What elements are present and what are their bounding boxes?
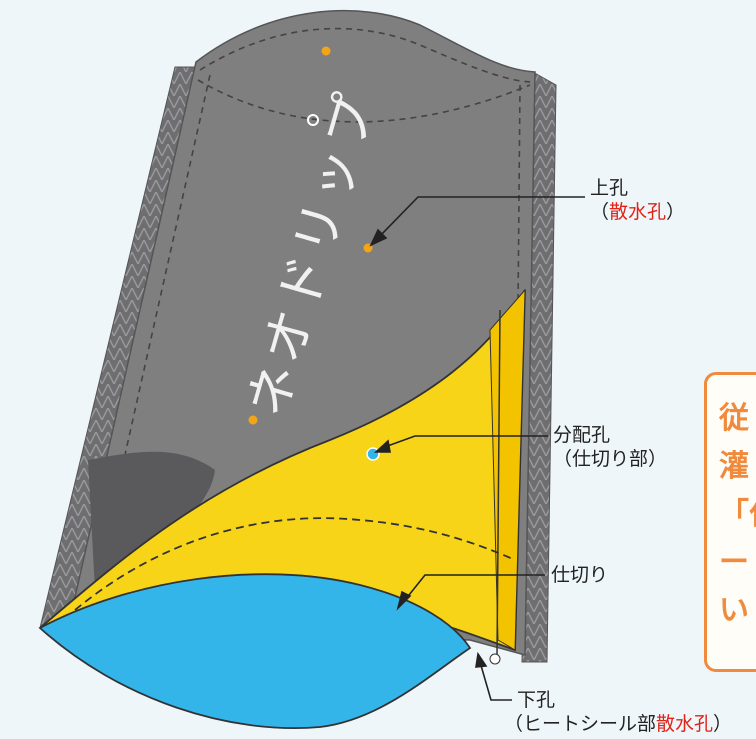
lower-hole-prefix: （ヒートシール部 <box>504 713 657 735</box>
upper-hole-close: ） <box>666 201 686 223</box>
inner-guide-line <box>496 309 501 656</box>
lower-hole-title: 下孔 <box>517 689 556 711</box>
leader-lines <box>369 196 585 701</box>
distribution-hole-subtitle: （仕切り部） <box>553 448 668 470</box>
upper-hole-accent: 散水孔 <box>609 201 667 223</box>
callout-char-1: 従 <box>719 401 749 436</box>
distribution-hole <box>366 447 380 461</box>
lower-hole-subtitle: （ヒートシール部散水孔） <box>504 712 732 736</box>
hole-top <box>321 46 331 56</box>
partition-label: 仕切り <box>551 563 608 587</box>
upper-hole-open: （ <box>590 201 610 223</box>
inner-fold-shadow <box>88 451 215 590</box>
top-dashed-seam <box>199 27 531 83</box>
partition-text: 仕切り <box>551 564 609 586</box>
lower-hole-accent: 散水孔 <box>656 713 714 735</box>
upper-hole-subtitle: （散水孔） <box>590 200 685 224</box>
distribution-hole-title: 分配孔 <box>553 424 611 446</box>
callout-char-4: ー <box>719 545 749 580</box>
lower-hole-label: 下孔 <box>517 688 555 712</box>
upper-arc-seam <box>197 79 531 123</box>
lower-hole-close: ） <box>713 713 733 735</box>
callout-box: 従 灌 「付 ー い <box>704 372 756 672</box>
hole-white-top <box>307 114 319 126</box>
upper-hole-title: 上孔 <box>590 177 629 199</box>
callout-char-2: 灌 <box>719 449 749 484</box>
callout-char-3: 「付 <box>719 497 756 532</box>
hole-left <box>248 415 258 425</box>
callout-char-5: い <box>719 593 749 628</box>
water-area <box>38 573 472 729</box>
upper-hole-label: 上孔 （散水孔） <box>590 176 685 224</box>
lower-hole <box>489 653 501 665</box>
distribution-hole-label: 分配孔 （仕切り部） <box>553 423 667 471</box>
